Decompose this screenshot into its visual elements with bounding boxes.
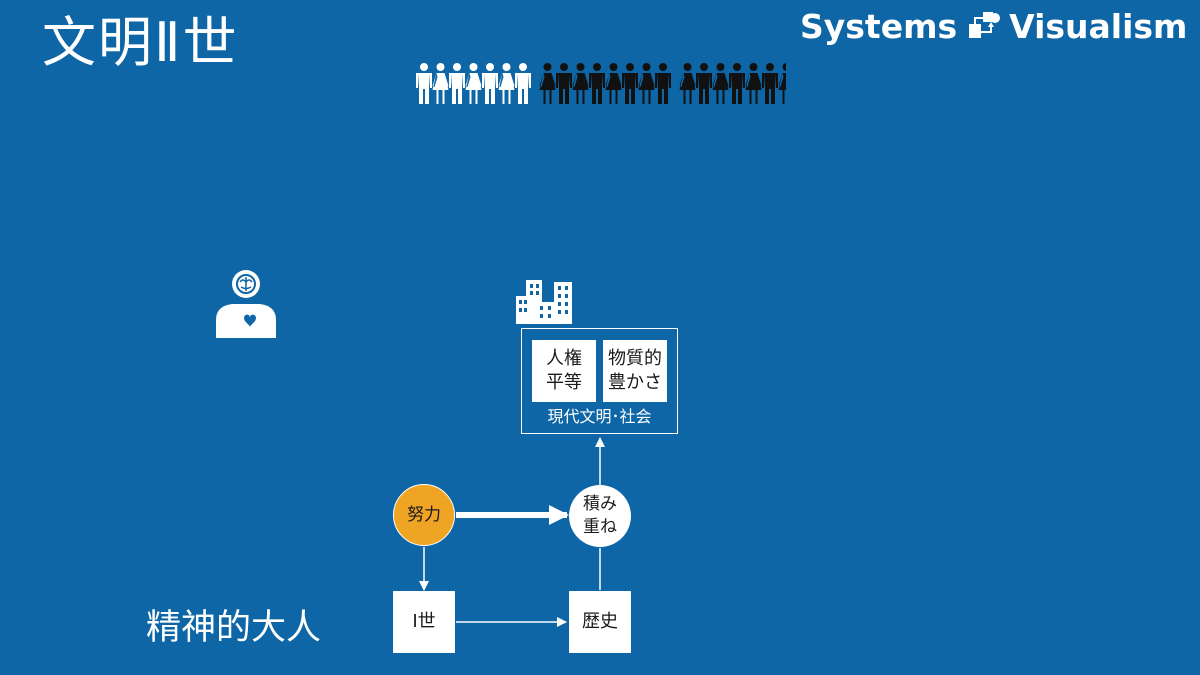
people-crowd-icon xyxy=(416,63,786,104)
mental-adult-label: 精神的大人 xyxy=(146,608,322,648)
accumulation-line1: 積み xyxy=(583,494,617,514)
rights-line2: 平等 xyxy=(546,372,582,393)
modern-society-frame xyxy=(521,328,678,434)
person-figure-icon xyxy=(605,63,622,104)
gen1-label: Ⅰ世 xyxy=(412,611,436,632)
person-figure-icon xyxy=(712,63,729,104)
history-label: 歴史 xyxy=(582,611,618,632)
person-figure-icon xyxy=(556,63,572,104)
person-figure-icon xyxy=(416,63,432,104)
person-figure-icon xyxy=(589,63,605,104)
city-buildings-icon xyxy=(516,280,572,324)
person-figure-icon xyxy=(729,63,745,104)
brand-name-left: Systems xyxy=(800,7,958,46)
person-figure-icon xyxy=(638,63,655,104)
person-brain-heart-icon xyxy=(216,270,276,338)
gen1-node: Ⅰ世 xyxy=(393,591,455,653)
effort-node: 努力 xyxy=(393,484,455,546)
systems-visualism-logo-icon xyxy=(969,12,1001,38)
human-rights-equality-box: 人権 平等 xyxy=(532,340,596,402)
person-figure-icon xyxy=(778,63,786,104)
wealth-line2: 豊かさ xyxy=(608,372,662,393)
person-figure-icon xyxy=(572,63,589,104)
rights-line1: 人権 xyxy=(546,348,582,369)
person-figure-icon xyxy=(482,63,498,104)
person-figure-icon xyxy=(679,63,696,104)
effort-label: 努力 xyxy=(407,504,441,525)
brand-logo: Systems Visualism xyxy=(800,6,1187,48)
accumulation-line2: 重ね xyxy=(583,517,617,537)
person-figure-icon xyxy=(762,63,778,104)
modern-society-label: 現代文明･社会 xyxy=(547,407,652,426)
person-figure-icon xyxy=(515,63,531,104)
person-figure-icon xyxy=(498,63,515,104)
person-figure-icon xyxy=(696,63,712,104)
person-figure-icon xyxy=(465,63,482,104)
accumulation-node: 積み 重ね xyxy=(569,485,631,547)
person-figure-icon xyxy=(655,63,671,104)
page-title: 文明Ⅱ世 xyxy=(42,11,239,74)
person-figure-icon xyxy=(539,63,556,104)
person-figure-icon xyxy=(622,63,638,104)
brand-name-right: Visualism xyxy=(1009,7,1188,46)
material-wealth-box: 物質的 豊かさ xyxy=(603,340,667,402)
person-figure-icon xyxy=(449,63,465,104)
person-figure-icon xyxy=(432,63,449,104)
wealth-line1: 物質的 xyxy=(608,348,662,369)
person-figure-icon xyxy=(745,63,762,104)
history-node: 歴史 xyxy=(569,591,631,653)
